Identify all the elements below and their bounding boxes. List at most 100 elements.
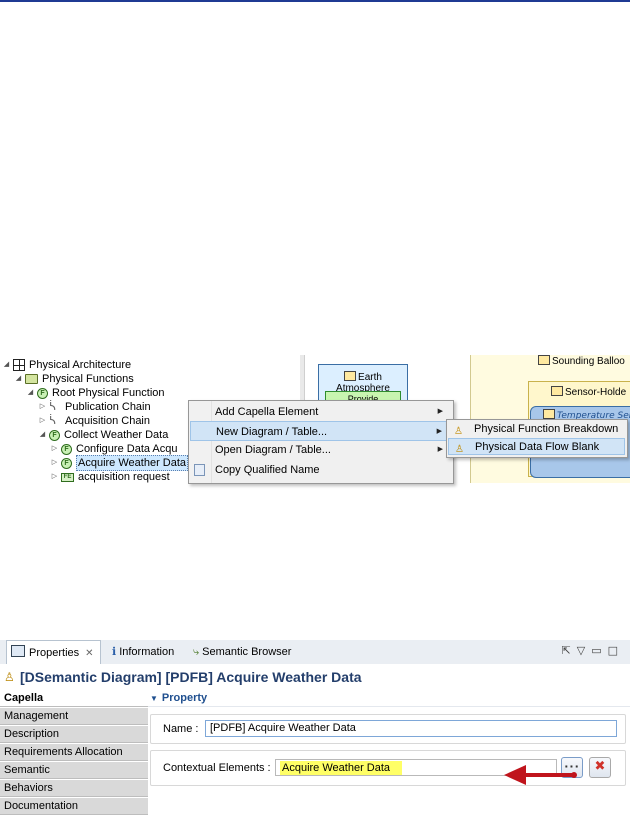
tab-semantic-browser[interactable]: ⤷Semantic Browser bbox=[193, 640, 291, 664]
collapsed-arrow-icon[interactable]: ▷ bbox=[51, 445, 58, 452]
tree-item-label: Physical Architecture bbox=[29, 359, 132, 371]
node-label: Earth Atmosphere bbox=[336, 372, 390, 394]
contextual-elements-label: Contextual Elements : bbox=[163, 762, 271, 774]
physical-function-icon: F bbox=[37, 387, 48, 399]
side-tab-label: Description bbox=[4, 728, 60, 740]
window-top-border bbox=[0, 0, 630, 2]
collapsed-arrow-icon[interactable]: ▷ bbox=[51, 473, 58, 480]
tree-item-label: Physical Functions bbox=[42, 373, 134, 385]
semantic-browser-icon: ⤷ bbox=[193, 646, 200, 658]
tab-label: Semantic Browser bbox=[202, 646, 292, 658]
view-toolbar: ⇱▽▭□ bbox=[562, 644, 625, 657]
functional-chain-icon: ᓵ bbox=[49, 415, 56, 427]
context-menu: Add Capella Element ▶ New Diagram / Tabl… bbox=[188, 400, 454, 484]
side-tab-requirements-allocation[interactable]: Requirements Allocation bbox=[0, 744, 148, 761]
tree-item-acquisition-request[interactable]: ▷ FE acquisition request bbox=[50, 470, 170, 484]
physical-function-icon: F bbox=[61, 443, 72, 455]
arrow-tail bbox=[571, 772, 577, 778]
close-icon[interactable]: ✕ bbox=[85, 648, 94, 659]
menu-item-new-diagram-table[interactable]: New Diagram / Table... ▶ bbox=[190, 421, 451, 441]
actor-icon bbox=[344, 371, 357, 381]
side-tab-label: Requirements Allocation bbox=[4, 746, 123, 758]
tab-properties[interactable]: Properties✕ bbox=[6, 640, 101, 664]
tree-item-acquire-weather-data[interactable]: ▷ F Acquire Weather Data bbox=[50, 455, 189, 471]
menu-item-label: Open Diagram / Table... bbox=[215, 444, 331, 456]
tree-item-label: Collect Weather Data bbox=[64, 429, 169, 441]
browse-button-label: ··· bbox=[564, 760, 580, 773]
contextual-elements-field[interactable]: Acquire Weather Data bbox=[275, 759, 557, 776]
diagram-icon: ♙ bbox=[4, 670, 15, 684]
maximize-icon[interactable]: □ bbox=[607, 644, 624, 657]
expanded-arrow-icon[interactable]: ◢ bbox=[3, 361, 10, 368]
side-tab-behaviors[interactable]: Behaviors bbox=[0, 780, 148, 797]
node-label: Temperature Sens bbox=[557, 411, 630, 421]
component-icon bbox=[538, 355, 550, 365]
contextual-elements-group: Contextual Elements : Acquire Weather Da… bbox=[150, 750, 626, 786]
menu-item-label: Physical Function Breakdown bbox=[474, 423, 619, 435]
component-icon bbox=[551, 386, 563, 396]
side-tab-management[interactable]: Management bbox=[0, 708, 148, 725]
tree-item-acquisition-chain[interactable]: ▷ ᓵ Acquisition Chain bbox=[38, 414, 150, 428]
tree-item-physical-architecture[interactable]: ◢ Physical Architecture bbox=[2, 358, 131, 372]
tree-item-label: Publication Chain bbox=[65, 401, 151, 413]
expanded-arrow-icon[interactable]: ◢ bbox=[15, 375, 22, 382]
menu-item-label: Add Capella Element bbox=[215, 406, 319, 418]
new-diagram-submenu: ♙ Physical Function Breakdown ♙ Physical… bbox=[446, 419, 628, 458]
information-icon: ℹ bbox=[112, 646, 117, 658]
properties-icon bbox=[11, 645, 25, 657]
physical-architecture-icon bbox=[13, 359, 25, 371]
tree-item-label: Acquisition Chain bbox=[65, 415, 150, 427]
tree-item-publication-chain[interactable]: ▷ ᓵ Publication Chain bbox=[38, 400, 151, 414]
collapse-arrow-icon: ▼ bbox=[150, 694, 158, 703]
section-header[interactable]: ▼Property bbox=[148, 690, 630, 707]
side-tab-semantic[interactable]: Semantic bbox=[0, 762, 148, 779]
diagram-icon: ♙ bbox=[454, 426, 463, 437]
sounding-balloon-node[interactable]: Sounding Balloo bbox=[538, 355, 625, 367]
tree-item-label: Configure Data Acqu bbox=[76, 443, 178, 455]
submenu-arrow-icon: ▶ bbox=[436, 428, 442, 435]
collapsed-arrow-icon[interactable]: ▷ bbox=[39, 417, 46, 424]
node-label: Provide bbox=[347, 394, 379, 404]
side-tab-capella[interactable]: Capella bbox=[0, 690, 148, 707]
tree-item-physical-functions[interactable]: ◢ Physical Functions bbox=[14, 372, 134, 386]
delete-button[interactable]: ✖ bbox=[589, 757, 611, 778]
browse-button[interactable]: ··· bbox=[561, 757, 583, 778]
side-tab-label: Documentation bbox=[4, 800, 78, 812]
menu-item-copy-qualified-name[interactable]: Copy Qualified Name bbox=[190, 460, 451, 480]
functional-chain-icon: ᓵ bbox=[49, 401, 56, 413]
tree-item-label: acquisition request bbox=[78, 471, 170, 483]
side-tab-description[interactable]: Description bbox=[0, 726, 148, 743]
collapsed-arrow-icon[interactable]: ▷ bbox=[39, 403, 46, 410]
minimize-icon[interactable]: ▭ bbox=[591, 644, 608, 657]
menu-item-label: Physical Data Flow Blank bbox=[475, 441, 600, 453]
node-label: Sounding Balloo bbox=[552, 356, 625, 367]
pin-icon[interactable]: ⇱ bbox=[561, 644, 577, 657]
node-label: Sensor-Holde bbox=[565, 387, 627, 398]
tree-item-configure-data-acquisition[interactable]: ▷ F Configure Data Acqu bbox=[50, 442, 178, 456]
submenu-arrow-icon: ▶ bbox=[437, 408, 443, 415]
component-icon bbox=[543, 409, 555, 419]
physical-function-icon: F bbox=[49, 429, 60, 441]
menu-item-open-diagram-table[interactable]: Open Diagram / Table... ▶ bbox=[190, 440, 451, 460]
physical-function-icon: F bbox=[61, 457, 72, 469]
name-field[interactable]: [PDFB] Acquire Weather Data bbox=[205, 720, 617, 737]
name-group: Name : [PDFB] Acquire Weather Data bbox=[150, 714, 626, 744]
property-side-tabs: Capella Management Description Requireme… bbox=[0, 690, 148, 833]
tree-item-collect-weather-data[interactable]: ◢ F Collect Weather Data bbox=[38, 428, 169, 442]
expanded-arrow-icon[interactable]: ◢ bbox=[39, 431, 46, 438]
view-menu-icon[interactable]: ▽ bbox=[576, 644, 592, 657]
section-title: Property bbox=[161, 692, 208, 704]
diagram-icon: ♙ bbox=[455, 444, 464, 455]
menu-item-add-capella-element[interactable]: Add Capella Element ▶ bbox=[190, 402, 451, 422]
expanded-arrow-icon[interactable]: ◢ bbox=[27, 389, 34, 396]
submenu-item-physical-function-breakdown[interactable]: ♙ Physical Function Breakdown bbox=[448, 421, 625, 438]
tree-item-root-physical-function[interactable]: ◢ F Root Physical Function bbox=[26, 386, 165, 400]
side-tab-label: Capella bbox=[4, 692, 44, 704]
side-tab-documentation[interactable]: Documentation bbox=[0, 798, 148, 815]
submenu-item-physical-data-flow-blank[interactable]: ♙ Physical Data Flow Blank bbox=[448, 438, 625, 455]
page-title: [DSemantic Diagram] [PDFB] Acquire Weath… bbox=[20, 669, 362, 685]
collapsed-arrow-icon[interactable]: ▷ bbox=[51, 459, 58, 466]
copy-icon bbox=[194, 464, 205, 476]
